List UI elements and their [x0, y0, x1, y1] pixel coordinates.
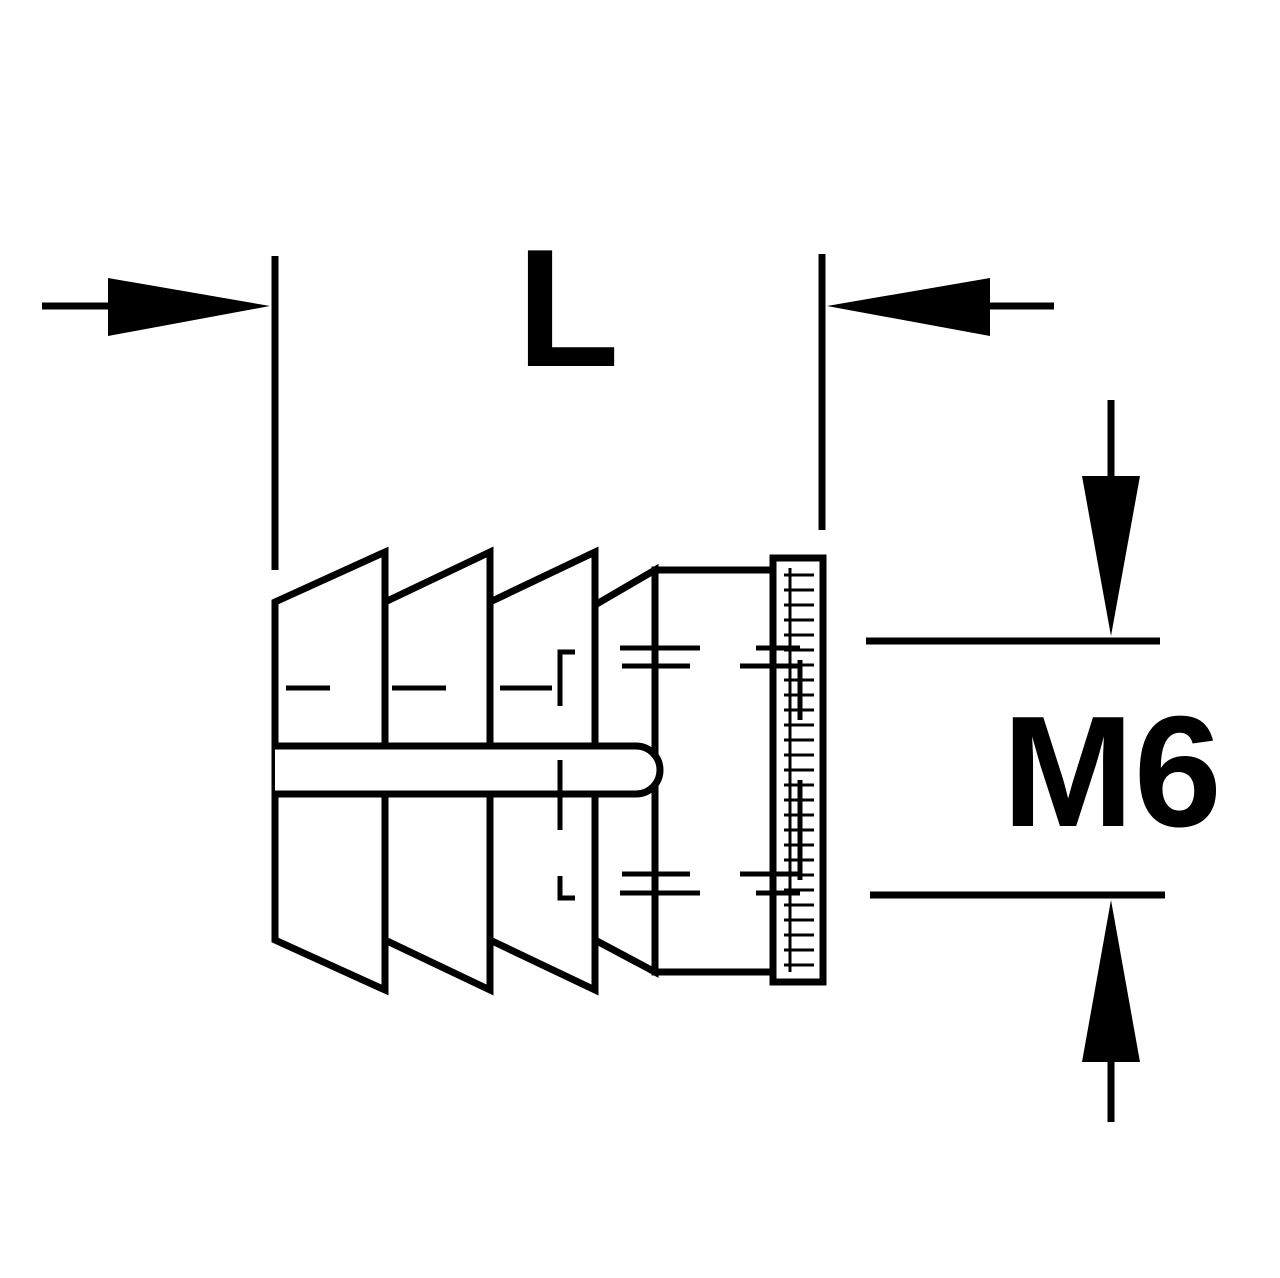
length-arrowhead-left [108, 278, 270, 336]
thread-dimension [866, 400, 1165, 1122]
thread-arrowhead-bottom [1082, 900, 1140, 1062]
cylinder-section [651, 566, 777, 976]
thread-arrowhead-top [1082, 476, 1140, 636]
length-arrowhead-right [827, 278, 990, 336]
expansion-slot [275, 742, 664, 798]
thread-label: M6 [1002, 684, 1222, 860]
collar-knurling [784, 568, 814, 972]
length-dimension [42, 254, 1054, 570]
length-label: L [517, 214, 620, 402]
internal-thread-hidden-lines [286, 645, 803, 901]
